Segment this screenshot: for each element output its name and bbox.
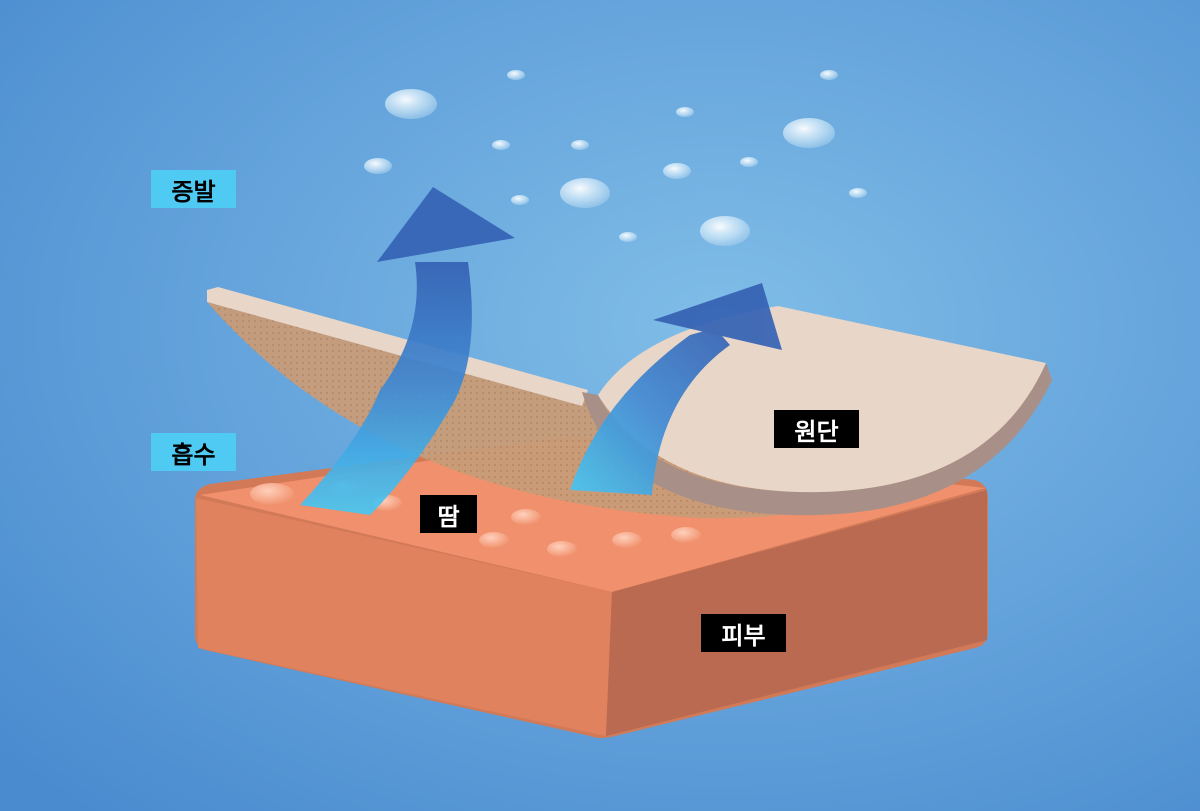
fabric-left-surface [207,287,588,406]
evaporation-label: 증발 [151,170,236,208]
vapor-droplets [364,70,867,246]
evaporation-arrow-right [570,283,782,495]
skin-side-face [606,490,987,736]
fabric-label: 원단 [774,410,859,448]
sweat-label: 땀 [420,495,477,533]
skin-front-face [196,498,612,736]
arrow-head-icon [653,283,782,350]
evaporation-arrow-left [300,187,515,515]
fabric-edge [582,363,1052,516]
skin-label: 피부 [701,614,786,652]
arrow-head-icon [377,187,515,262]
absorption-label: 흡수 [151,433,236,471]
